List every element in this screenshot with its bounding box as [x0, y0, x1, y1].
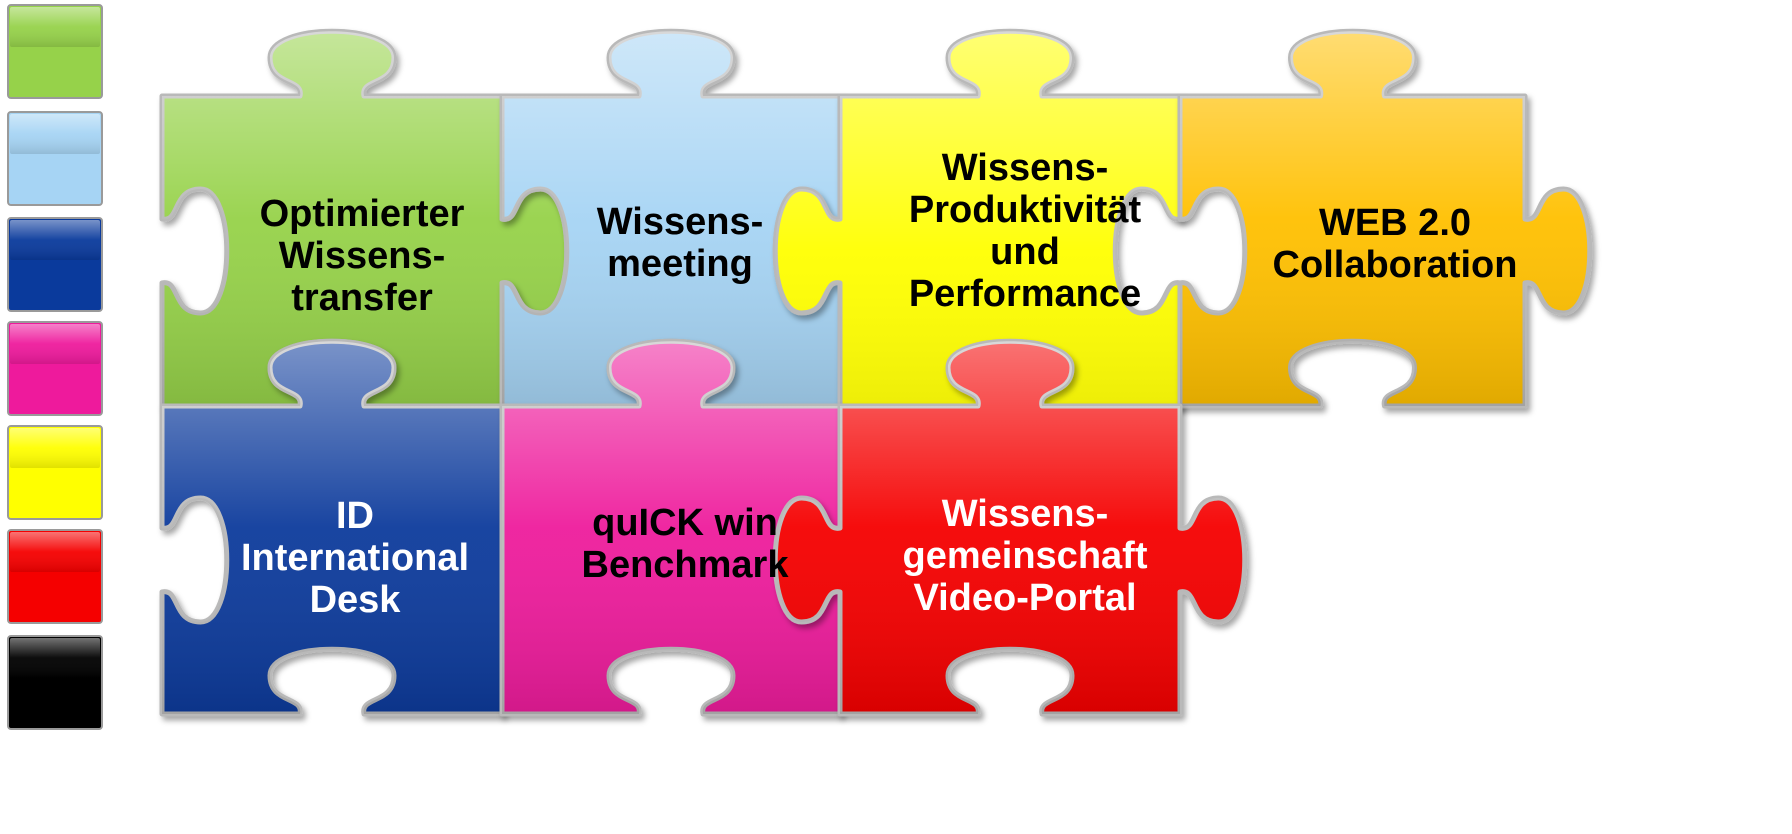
color-legend [7, 4, 103, 730]
puzzle-pieces [159, 28, 1593, 717]
piece-sheen [775, 341, 1245, 714]
piece-label-line: Wissens- [942, 493, 1109, 535]
legend-swatch-sheen [10, 428, 100, 468]
piece-sheen [502, 31, 840, 406]
piece-sheen [162, 341, 567, 714]
puzzle-piece-web-collaboration [1177, 28, 1593, 409]
piece-label-line: Collaboration [1273, 244, 1518, 286]
legend-swatch-sheen [10, 638, 100, 678]
piece-label-line: Wissens- [279, 235, 446, 277]
legend-swatch-sheen [10, 324, 100, 364]
piece-label-line: quICK win [592, 502, 778, 544]
piece-label-line: gemeinschaft [903, 535, 1148, 577]
legend-swatch-sheen [10, 7, 100, 47]
puzzle-piece-wissensmeeting [499, 28, 843, 409]
piece-label-line: ID [336, 495, 374, 537]
piece-label-line: meeting [607, 243, 753, 285]
piece-label-line: und [990, 231, 1060, 273]
piece-sheen [162, 31, 567, 406]
legend-swatch-sheen [10, 220, 100, 260]
legend-swatch-sheen [10, 532, 100, 572]
piece-label-line: Optimierter [260, 193, 465, 235]
puzzle-piece-wissensgemeinschaft-video-portal [772, 338, 1248, 717]
piece-label-line: Wissens- [597, 201, 764, 243]
puzzle-piece-wissens-produktivitaet [772, 28, 1183, 474]
puzzle-piece-optimierter-wissenstransfer [159, 28, 570, 409]
piece-label-line: International [241, 537, 469, 579]
piece-label-line: Performance [909, 273, 1141, 315]
puzzle-piece-id-international-desk [159, 338, 570, 717]
piece-sheen [775, 31, 1180, 471]
piece-label-wissensmeeting: Wissens-meeting [597, 201, 764, 285]
piece-label-line: transfer [291, 277, 433, 319]
piece-label-line: Wissens- [942, 147, 1109, 189]
piece-sheen [1180, 31, 1590, 406]
piece-label-line: Video-Portal [913, 577, 1136, 619]
piece-label-line: Produktivität [909, 189, 1142, 231]
piece-label-line: Desk [310, 579, 402, 621]
piece-label-line: Benchmark [582, 544, 790, 586]
legend-swatch-sheen [10, 114, 100, 154]
piece-label-line: WEB 2.0 [1319, 202, 1471, 244]
